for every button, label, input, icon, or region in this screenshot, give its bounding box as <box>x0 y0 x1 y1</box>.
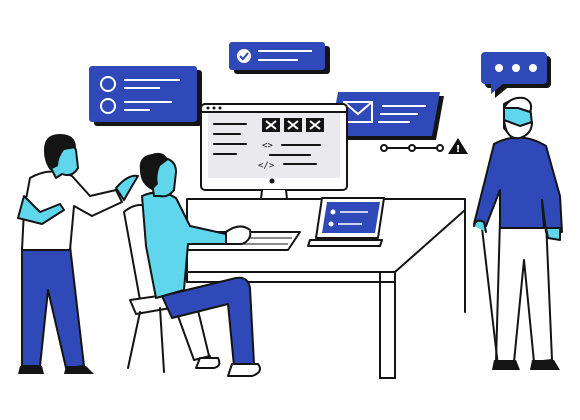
check-icon <box>237 49 251 63</box>
floating-list-card <box>89 66 202 126</box>
dot-icon <box>529 64 537 72</box>
standing-colleague <box>17 134 139 374</box>
radio-icon <box>100 98 116 114</box>
dot-icon <box>495 64 503 72</box>
progress-slider <box>380 144 444 152</box>
close-box-icons <box>262 118 324 132</box>
warning-icon: ! <box>448 138 468 155</box>
dot-icon <box>512 64 520 72</box>
open-tag-symbol: <> <box>262 141 273 151</box>
floating-check-card <box>229 42 330 74</box>
message-bubble <box>481 52 551 98</box>
radio-icon <box>100 76 116 92</box>
warning-mark: ! <box>456 144 461 155</box>
desktop-monitor: <> </> <box>200 103 348 213</box>
close-tag-symbol: </> <box>258 161 275 171</box>
elderly-man <box>473 96 563 370</box>
floating-mail-card <box>330 92 444 140</box>
seated-developer <box>139 152 261 377</box>
tablet <box>307 197 385 247</box>
